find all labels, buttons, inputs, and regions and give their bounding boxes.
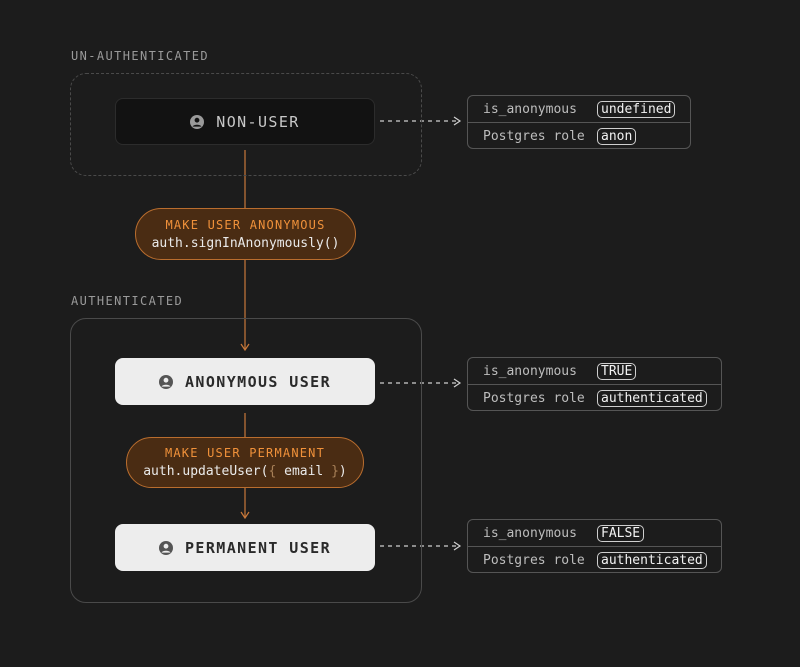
info-key: Postgres role <box>483 390 585 406</box>
authenticated-label: AUTHENTICATED <box>71 294 184 308</box>
code-suffix: ) <box>338 464 347 479</box>
make-anonymous-title: MAKE USER ANONYMOUS <box>165 217 326 232</box>
info-key: Postgres role <box>483 128 585 144</box>
info-value: FALSE <box>597 524 645 542</box>
code-arg: email <box>276 464 332 479</box>
info-row-postgres-role: Postgres role anon <box>468 122 690 148</box>
non-user-node: NON-USER <box>115 98 375 145</box>
info-key: is_anonymous <box>483 101 577 117</box>
permanent-user-node: PERMANENT USER <box>115 524 375 571</box>
user-circle-icon <box>158 540 173 555</box>
user-circle-icon <box>190 114 205 129</box>
make-permanent-code: auth.updateUser({ email }) <box>143 464 347 479</box>
make-anonymous-code: auth.signInAnonymously() <box>151 235 340 251</box>
info-value: TRUE <box>597 362 637 380</box>
make-anonymous-action: MAKE USER ANONYMOUS auth.signInAnonymous… <box>135 208 356 260</box>
code-brace-open: { <box>268 464 277 479</box>
info-row-is-anonymous: is_anonymous TRUE <box>468 358 721 384</box>
anonymous-user-node: ANONYMOUS USER <box>115 358 375 405</box>
unauthenticated-group <box>70 73 422 176</box>
info-value: authenticated <box>597 551 707 569</box>
info-row-postgres-role: Postgres role authenticated <box>468 546 721 572</box>
info-key: is_anonymous <box>483 363 577 379</box>
authenticated-group <box>70 318 422 603</box>
user-circle-icon <box>158 374 173 389</box>
info-row-is-anonymous: is_anonymous undefined <box>468 96 690 122</box>
info-value: undefined <box>597 100 676 118</box>
code-brace-close: } <box>331 464 339 479</box>
unauthenticated-label: UN-AUTHENTICATED <box>71 49 209 63</box>
permanent-user-label: PERMANENT USER <box>184 538 332 557</box>
non-user-info-table: is_anonymous undefined Postgres role ano… <box>467 95 691 149</box>
info-value: authenticated <box>597 389 707 407</box>
info-value: anon <box>597 127 637 145</box>
anonymous-user-info-table: is_anonymous TRUE Postgres role authenti… <box>467 357 722 411</box>
code-prefix: auth.updateUser( <box>143 464 269 479</box>
make-permanent-action: MAKE USER PERMANENT auth.updateUser({ em… <box>126 437 364 488</box>
make-permanent-title: MAKE USER PERMANENT <box>164 446 326 460</box>
info-row-is-anonymous: is_anonymous FALSE <box>468 520 721 546</box>
info-key: Postgres role <box>483 552 585 568</box>
info-row-postgres-role: Postgres role authenticated <box>468 384 721 410</box>
info-key: is_anonymous <box>483 525 577 541</box>
permanent-user-info-table: is_anonymous FALSE Postgres role authent… <box>467 519 722 573</box>
anonymous-user-label: ANONYMOUS USER <box>184 372 332 391</box>
non-user-label: NON-USER <box>216 112 300 131</box>
